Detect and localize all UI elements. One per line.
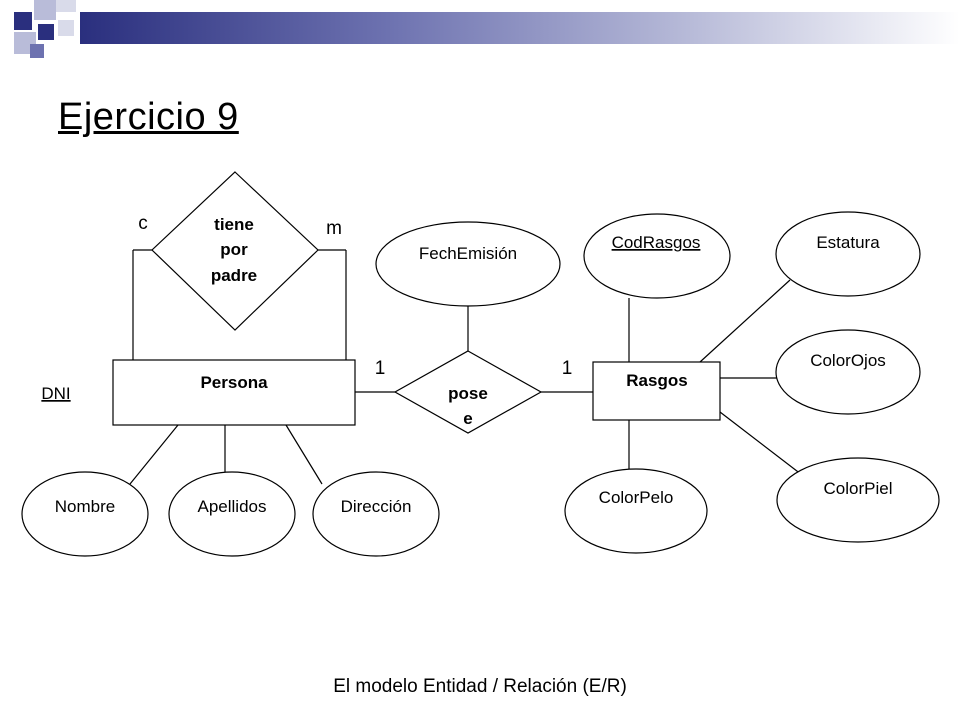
slide-title: Ejercicio 9 (58, 96, 239, 138)
attribute-color-ojos-label: ColorOjos (810, 351, 886, 370)
relationship-line-2: por (220, 240, 248, 259)
connector-line (285, 424, 323, 485)
relationship-line-2: e (463, 409, 472, 428)
entity-rasgos-label: Rasgos (626, 371, 687, 390)
attribute-cod-rasgos (583, 213, 731, 299)
attribute-fech-emision-label: FechEmisión (419, 244, 517, 263)
attribute-estatura-label: Estatura (816, 233, 880, 252)
attribute-cod-rasgos-label: CodRasgos (612, 233, 701, 252)
title-bar (80, 12, 960, 44)
relationship-line-1: tiene (214, 215, 254, 234)
deco-square (34, 0, 56, 20)
cardinality-left: 1 (375, 358, 386, 379)
entity-persona-label: Persona (200, 373, 268, 392)
attribute-direccion (312, 471, 440, 557)
attribute-estatura (775, 211, 921, 297)
deco-square (56, 0, 76, 12)
relationship-tiene-por-padre (151, 171, 319, 331)
attribute-color-pelo (564, 468, 708, 554)
deco-square (30, 44, 44, 58)
relationship-line-3: padre (211, 266, 257, 285)
deco-square (38, 24, 54, 40)
connector-line (719, 411, 807, 479)
cardinality-c: c (138, 213, 148, 234)
connector-line (129, 424, 179, 485)
entity-persona (112, 359, 356, 426)
relationship-line-1: pose (448, 384, 488, 403)
attribute-color-pelo-label: ColorPelo (599, 488, 674, 507)
attribute-apellidos-label: Apellidos (198, 497, 267, 516)
slide-footer: El modelo Entidad / Relación (E/R) (333, 676, 627, 697)
deco-square (14, 12, 32, 30)
connector-line (699, 279, 791, 363)
attribute-direccion-label: Dirección (341, 497, 412, 516)
attribute-dni-label: DNI (41, 384, 70, 403)
entity-rasgos (592, 361, 721, 421)
attribute-color-ojos (775, 329, 921, 415)
attribute-nombre (21, 471, 149, 557)
attribute-color-piel (776, 457, 940, 543)
cardinality-right: 1 (562, 358, 573, 379)
attribute-fech-emision (375, 221, 561, 307)
attribute-color-piel-label: ColorPiel (824, 479, 893, 498)
attribute-apellidos (168, 471, 296, 557)
cardinality-m: m (326, 218, 342, 239)
deco-square (58, 20, 74, 36)
relationship-posee (393, 350, 543, 434)
attribute-nombre-label: Nombre (55, 497, 115, 516)
